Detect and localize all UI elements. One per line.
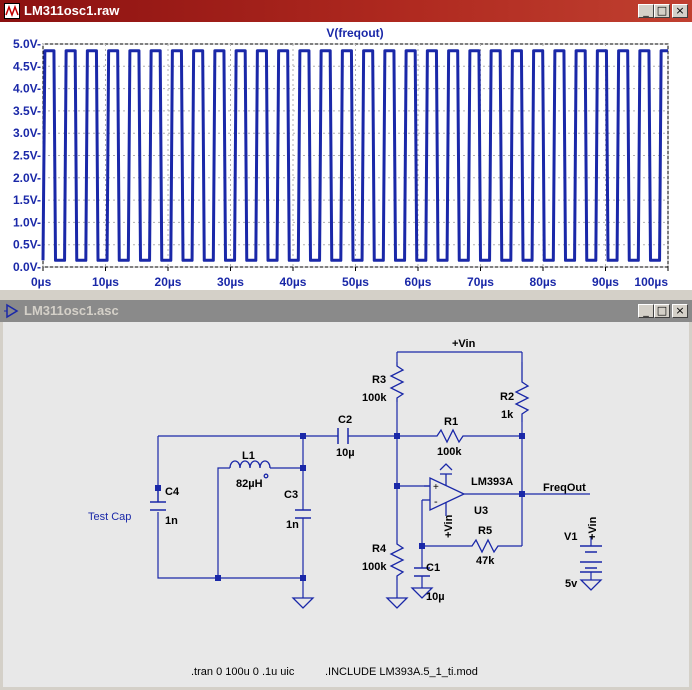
spice-directive-include[interactable]: .INCLUDE LM393A.5_1_ti.mod [325, 666, 478, 678]
close-button[interactable]: × [672, 4, 688, 18]
x-tick-label: 20µs [155, 275, 182, 289]
label-v1-net: +Vin [587, 516, 599, 540]
ground-icon [385, 597, 409, 609]
schematic-background [3, 322, 689, 687]
voltage-source-v1[interactable] [580, 545, 602, 573]
y-tick-label: 4.0V- [13, 82, 41, 96]
y-tick-label: 4.5V- [13, 59, 41, 73]
inductor-l1[interactable] [229, 460, 271, 479]
wires [157, 351, 592, 598]
label-u3-vin: +Vin [443, 514, 455, 538]
junction-dots [155, 433, 525, 581]
capacitor-c2[interactable] [337, 428, 349, 444]
label-c1-value: 10µ [426, 591, 445, 603]
x-tick-label: 100µs [634, 275, 668, 289]
schematic-canvas[interactable]: + - [3, 322, 689, 687]
x-tick-label: 40µs [280, 275, 307, 289]
label-c3-value: 1n [286, 519, 299, 531]
label-vin-top: +Vin [452, 338, 476, 350]
maximize-button[interactable]: □ [654, 304, 670, 318]
ground-icon [291, 597, 315, 609]
y-tick-label: 2.0V- [13, 171, 41, 185]
label-freqout[interactable]: FreqOut [543, 482, 586, 494]
spice-directive-tran[interactable]: .tran 0 100u 0 .1u uic [191, 666, 295, 678]
label-r3-value: 100k [362, 392, 387, 404]
waveform-window: LM311osc1.raw _ □ × V(freqout) 5.0V- 4.5V… [0, 0, 692, 290]
u3-plus-pin: + [433, 482, 439, 493]
comparator-u3[interactable] [422, 463, 466, 516]
y-tick-label: 1.5V- [13, 193, 41, 207]
waveform-window-title: LM311osc1.raw [24, 3, 120, 18]
label-r4-value: 100k [362, 561, 387, 573]
resistor-r1[interactable] [433, 428, 467, 444]
schematic-file-icon [4, 303, 19, 319]
x-tick-label: 90µs [592, 275, 619, 289]
label-v1-value: 5v [565, 578, 578, 590]
close-button[interactable]: × [672, 304, 688, 318]
capacitor-c1[interactable] [414, 567, 430, 577]
resistor-r5[interactable] [468, 538, 500, 554]
label-c2-name: C2 [338, 414, 352, 426]
label-r2-value: 1k [501, 409, 514, 421]
schematic-window: LM311osc1.asc _ □ × [0, 300, 692, 690]
label-l1-name: L1 [242, 450, 255, 462]
trace-label[interactable]: V(freqout) [326, 26, 383, 40]
x-tick-label: 10µs [92, 275, 119, 289]
ground-icon [579, 579, 603, 591]
schematic-window-title: LM311osc1.asc [24, 303, 119, 318]
label-c1-name: C1 [426, 562, 440, 574]
label-r1-name: R1 [444, 416, 458, 428]
y-tick-label: 2.5V- [13, 149, 41, 163]
u3-minus-pin: - [434, 496, 438, 508]
y-tick-label: 5.0V- [13, 37, 41, 51]
label-c4-name: C4 [165, 486, 180, 498]
schematic-titlebar[interactable]: LM311osc1.asc _ □ × [0, 300, 692, 322]
y-tick-label: 0.5V- [13, 238, 41, 252]
label-r5-name: R5 [478, 525, 492, 537]
ground-icon [410, 587, 434, 599]
capacitor-c4[interactable] [150, 490, 166, 511]
label-l1-value: 82µH [236, 478, 263, 490]
y-axis-ticks: 5.0V- 4.5V- 4.0V- 3.5V- 3.0V- 2.5V- 2.0V- 1.5V-… [13, 37, 41, 274]
y-tick-label: 1.0V- [13, 215, 41, 229]
capacitor-symbols [150, 428, 430, 577]
y-tick-label: 0.0V- [13, 260, 41, 274]
waveform-plot[interactable]: V(freqout) 5.0V- 4.5V- 4.0V- 3.5V- 3.0V- 2.5V… [0, 22, 692, 290]
minimize-button[interactable]: _ [638, 304, 654, 318]
x-tick-label: 0µs [31, 275, 52, 289]
label-test-cap: Test Cap [88, 511, 131, 523]
y-tick-label: 3.0V- [13, 126, 41, 140]
label-c2-value: 10µ [336, 447, 355, 459]
x-tick-label: 80µs [530, 275, 557, 289]
label-u3-model: LM393A [471, 476, 513, 488]
label-c4-value: 1n [165, 515, 178, 527]
label-r3-name: R3 [372, 374, 386, 386]
ground-symbols [291, 579, 603, 609]
label-c3-name: C3 [284, 489, 298, 501]
resistor-symbols [389, 362, 530, 580]
label-r4-name: R4 [372, 543, 387, 555]
waveform-file-icon [4, 3, 20, 19]
x-axis-ticks: 0µs 10µs 20µs 30µs 40µs 50µs 60µs 70µs 80µs 90µs 1… [31, 267, 669, 289]
resistor-r4[interactable] [389, 540, 405, 580]
label-r1-value: 100k [437, 446, 462, 458]
minimize-button[interactable]: _ [638, 4, 654, 18]
label-r2-name: R2 [500, 391, 514, 403]
x-tick-label: 50µs [342, 275, 369, 289]
label-v1-name: V1 [564, 531, 577, 543]
x-tick-label: 30µs [217, 275, 244, 289]
y-tick-label: 3.5V- [13, 104, 41, 118]
resistor-r3[interactable] [389, 362, 405, 402]
x-tick-label: 60µs [405, 275, 432, 289]
maximize-button[interactable]: □ [654, 4, 670, 18]
waveform-titlebar[interactable]: LM311osc1.raw _ □ × [0, 0, 692, 22]
resistor-r2[interactable] [514, 362, 530, 422]
x-tick-label: 70µs [467, 275, 494, 289]
trace-freqout [41, 49, 668, 262]
capacitor-c3[interactable] [295, 509, 311, 519]
label-r5-value: 47k [476, 555, 495, 567]
label-u3-name: U3 [474, 505, 488, 517]
